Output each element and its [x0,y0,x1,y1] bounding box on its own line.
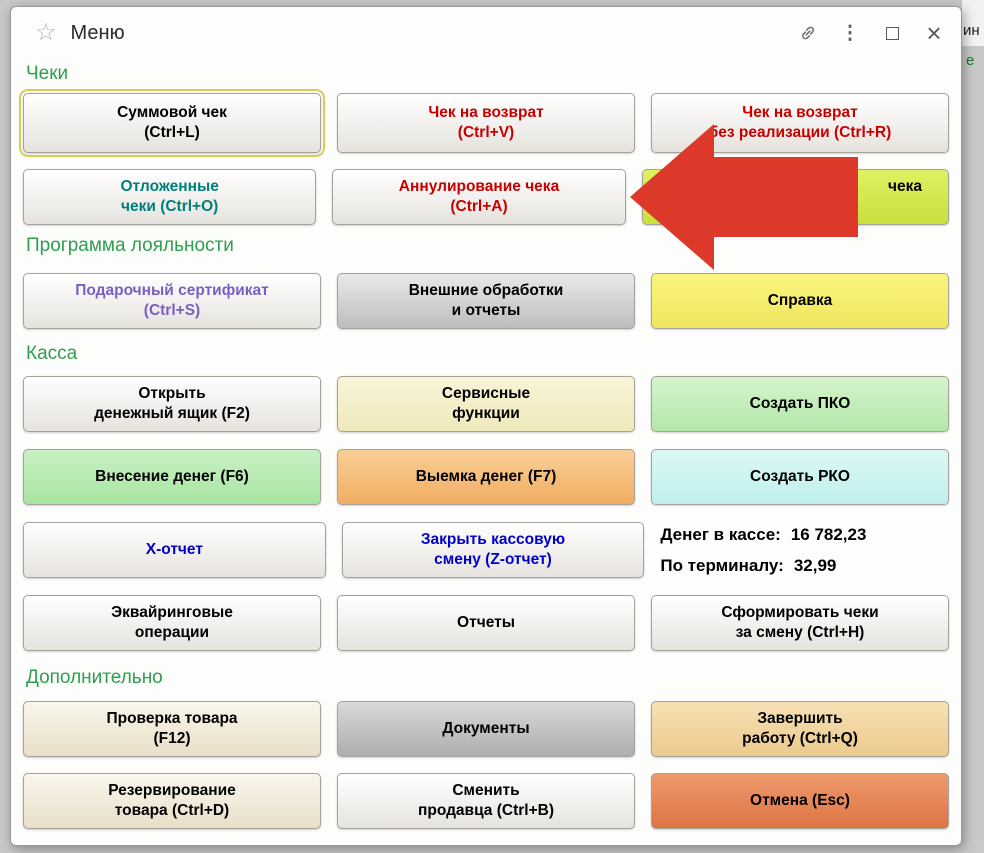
copy-check-button[interactable]: чека [641,169,949,225]
cash-in-register-value: 16 782,23 [790,525,867,544]
change-seller-button[interactable]: Сменить продавца (Ctrl+B) [337,773,635,829]
background-text-fragment: ин [963,22,980,39]
cash-info: Денег в кассе: 16 782,23 По терминалу: 32,… [660,522,949,578]
product-check-button[interactable]: Проверка товара (F12) [23,701,321,757]
finish-work-button[interactable]: Завершить работу (Ctrl+Q) [651,701,949,757]
section-extra: Дополнительно [26,667,163,688]
button-row-checks-2: Отложенные чеки (Ctrl+O) Аннулирование ч… [23,169,949,225]
withdraw-money-button[interactable]: Выемка денег (F7) [337,449,635,505]
close-icon[interactable]: × [926,18,942,48]
deposit-money-button[interactable]: Внесение денег (F6) [23,449,321,505]
titlebar: ☆ Меню ⋮ × [11,7,961,59]
create-pko-button[interactable]: Создать ПКО [651,376,949,432]
create-rko-button[interactable]: Создать РКО [651,449,949,505]
section-checks: Чеки [26,63,69,84]
return-no-sale-button[interactable]: Чек на возврат без реализации (Ctrl+R) [651,93,949,153]
x-report-button[interactable]: X-отчет [23,522,326,578]
service-functions-button[interactable]: Сервисные функции [337,376,635,432]
link-icon[interactable] [797,22,819,44]
annul-check-button[interactable]: Аннулирование чека (Ctrl+A) [332,169,626,225]
favorite-star-icon[interactable]: ☆ [35,19,57,46]
documents-button[interactable]: Документы [337,701,635,757]
button-row-loyalty: Подарочный сертификат (Ctrl+S) Внешние о… [23,273,949,329]
button-row-cash-4: Эквайринговые операции Отчеты Сформирова… [23,595,949,651]
cash-in-register: Денег в кассе: 16 782,23 [660,525,866,545]
button-row-cash-1: Открыть денежный ящик (F2) Сервисные фун… [23,376,949,432]
generate-shift-checks-button[interactable]: Сформировать чеки за смену (Ctrl+H) [651,595,949,651]
window-title: Меню [70,21,125,44]
titlebar-icons: ⋮ × [797,18,945,48]
sum-check-button[interactable]: Суммовой чек (Ctrl+L) [19,89,325,157]
menu-window: ☆ Меню ⋮ × Чеки Суммовой чек (Ctrl+L) Че… [10,6,962,846]
cancel-button[interactable]: Отмена (Esc) [651,773,949,829]
external-processing-button[interactable]: Внешние обработки и отчеты [337,273,635,329]
button-row-checks-1: Суммовой чек (Ctrl+L) Чек на возврат (Ct… [19,89,949,157]
return-check-button[interactable]: Чек на возврат (Ctrl+V) [337,93,635,153]
section-loyalty: Программа лояльности [26,235,234,256]
button-row-extra-2: Резервирование товара (Ctrl+D) Сменить п… [23,773,949,829]
help-button[interactable]: Справка [651,273,949,329]
terminal-total: По терминалу: 32,99 [660,556,836,576]
deferred-checks-button[interactable]: Отложенные чеки (Ctrl+O) [23,169,317,225]
section-cash: Касса [26,343,78,364]
gift-certificate-button[interactable]: Подарочный сертификат (Ctrl+S) [23,273,321,329]
kebab-menu-icon[interactable]: ⋮ [840,22,860,44]
maximize-icon[interactable] [881,22,903,44]
close-shift-button[interactable]: Закрыть кассовую смену (Z-отчет) [341,522,645,578]
button-row-extra-1: Проверка товара (F12) Документы Завершит… [23,701,949,757]
acquiring-operations-button[interactable]: Эквайринговые операции [23,595,321,651]
cash-in-register-label: Денег в кассе: [660,525,781,544]
button-row-cash-3: X-отчет Закрыть кассовую смену (Z-отчет)… [23,522,949,578]
terminal-total-label: По терминалу: [660,556,784,575]
reports-button[interactable]: Отчеты [337,595,635,651]
open-drawer-button[interactable]: Открыть денежный ящик (F2) [23,376,321,432]
terminal-total-value: 32,99 [793,556,837,575]
reserve-product-button[interactable]: Резервирование товара (Ctrl+D) [23,773,321,829]
background-app-sliver [962,0,984,46]
background-text-fragment: е [966,52,975,69]
button-row-cash-2: Внесение денег (F6) Выемка денег (F7) Со… [23,449,949,505]
